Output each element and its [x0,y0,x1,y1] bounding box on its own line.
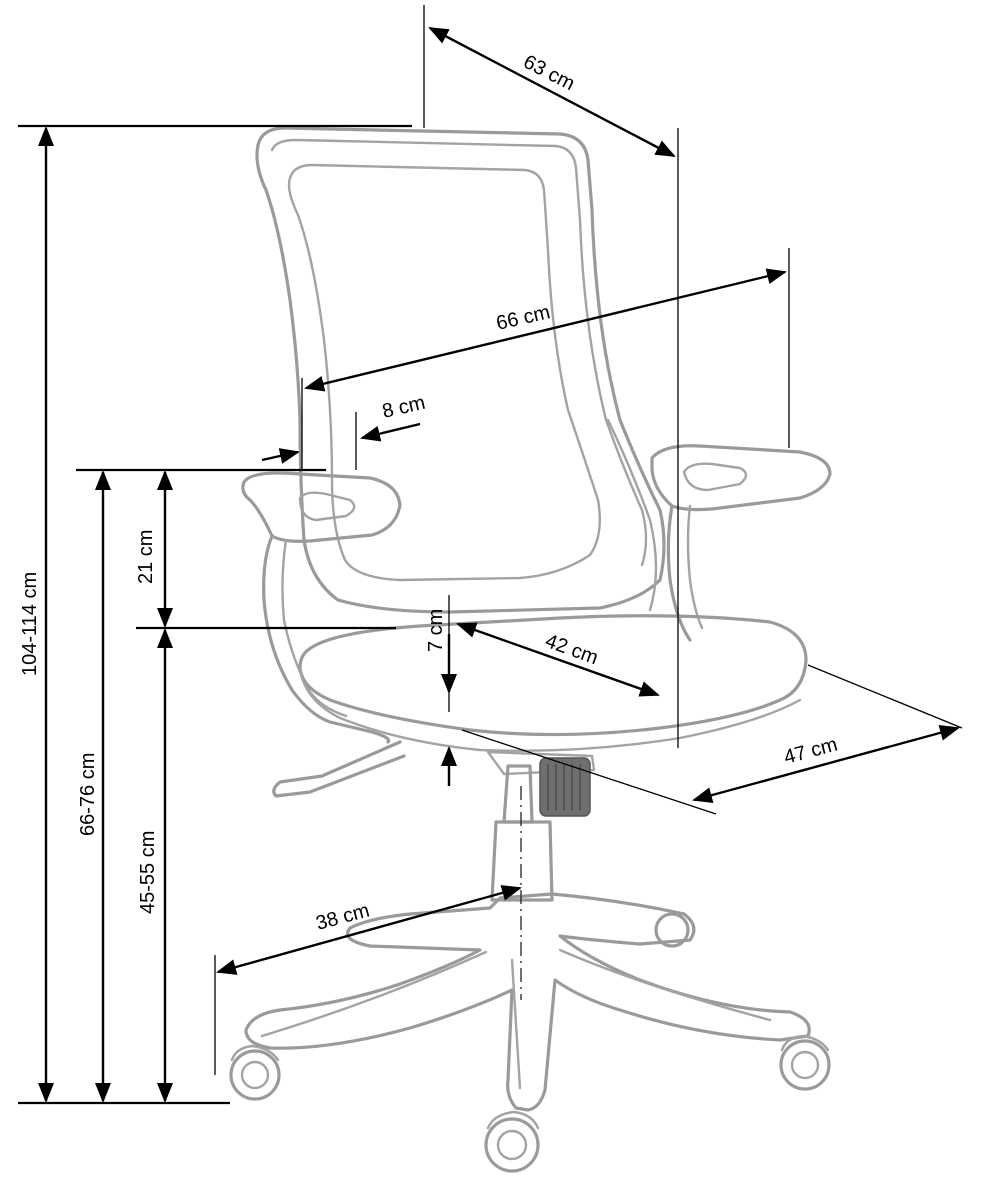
caster-left [229,1049,281,1101]
caster-right [779,1039,831,1091]
seat-side [298,666,802,752]
adjustment-knob [539,757,591,817]
gas-lift-cylinder [490,820,554,902]
caster-front [484,1117,540,1173]
star-base-inner [260,948,772,1090]
dimension-arrow-armrest-out-left [261,448,300,464]
right-armrest-support-inner [686,504,704,630]
caster-back-right [654,912,690,948]
dimension-arrow-width [304,268,787,392]
casters [229,912,831,1173]
label-seat-height: 45-55 cm [137,831,159,914]
extension-line-seat-width [807,664,963,729]
back-support-strut [606,418,658,612]
dimension-arrow-base-radius [216,885,522,975]
dimension-arrow-armrest-out-right [360,422,421,442]
extension-line-seat-underside [461,729,717,815]
label-armrest-height: 21 cm [135,530,157,584]
seat-mechanism [486,750,596,776]
label-base-radius: 38 cm [314,899,372,934]
dimension-arrow-seat-width [692,725,960,803]
right-armrest-support [666,504,692,642]
right-armrest-pad [650,444,832,512]
tilt-lever [272,740,406,798]
label-armrest-width: 8 cm [380,392,427,423]
dimension-lines [18,5,963,1105]
label-armrest-floor-height: 66-76 cm [77,753,99,836]
dimension-arrow-seat-depth [456,622,660,697]
backrest-outer-frame [255,126,666,614]
dimension-labels: 63 cm 66 cm 8 cm 21 cm 104-114 cm 66-76 … [19,51,840,935]
right-armrest-cutout [682,462,748,492]
seat-cushion [298,614,808,737]
left-armrest-support-inner [281,538,348,718]
dimension-arrow-depth [428,26,676,158]
left-armrest-pad [241,471,402,543]
label-depth-total: 63 cm [520,51,579,95]
left-armrest-cutout [298,491,356,522]
label-seat-thickness: 7 cm [425,609,447,652]
left-armrest-support [262,534,391,744]
label-total-height: 104-114 cm [19,572,41,676]
